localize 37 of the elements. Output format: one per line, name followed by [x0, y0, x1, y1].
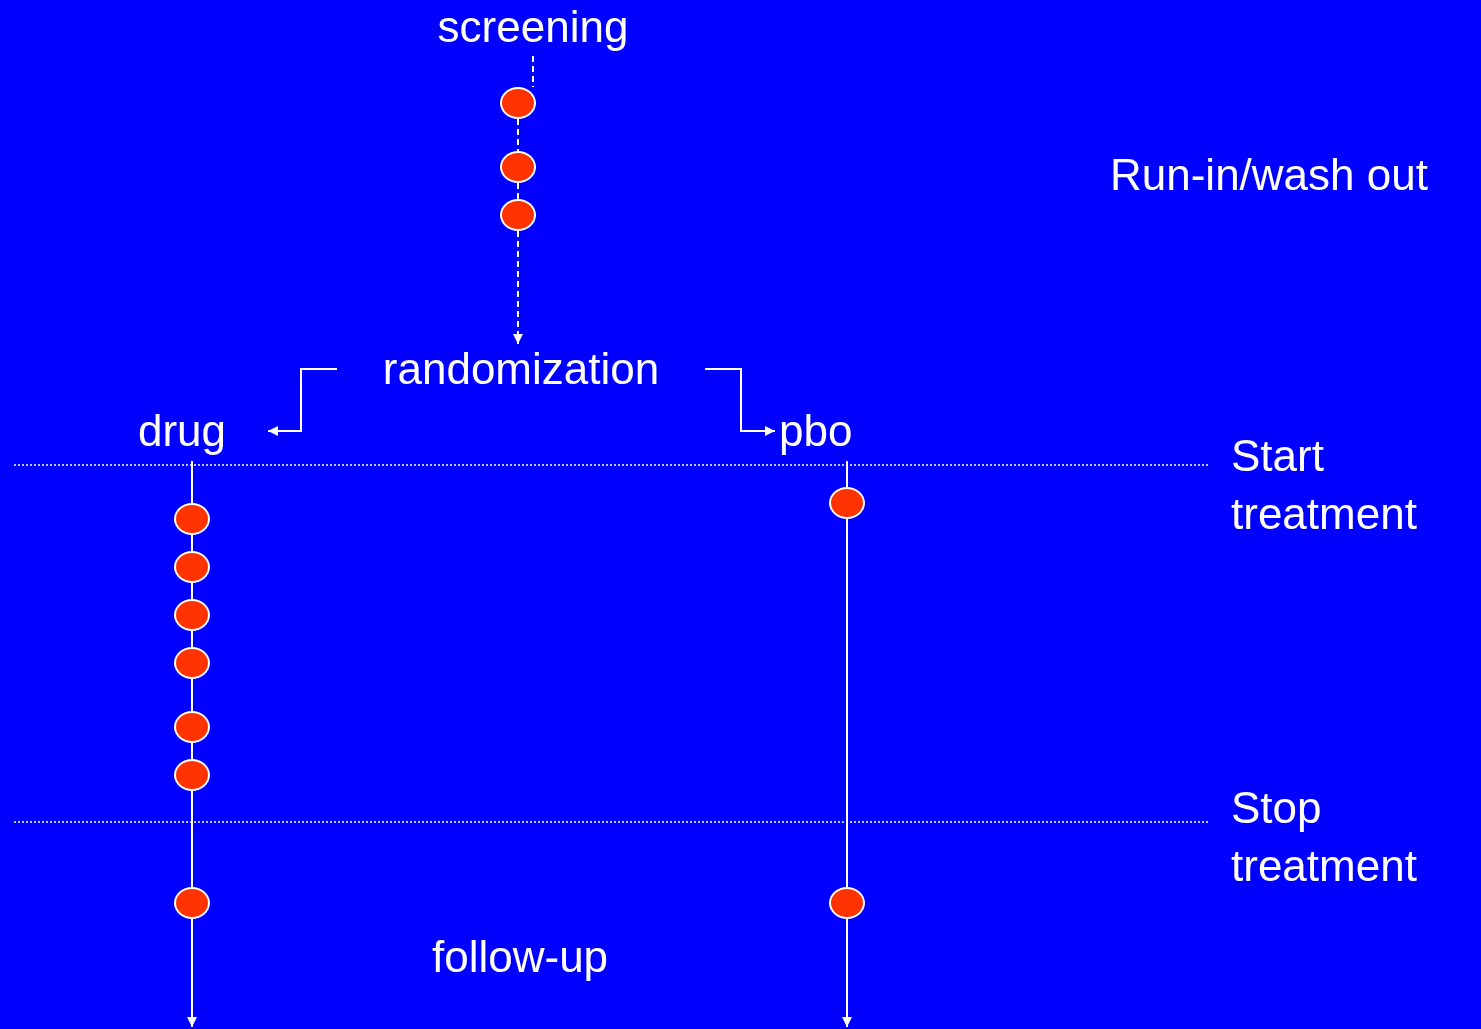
- visit-dot: [174, 887, 210, 919]
- phase-label: Start treatment: [1231, 430, 1418, 540]
- phase-label: Run-in/wash out: [1110, 149, 1429, 201]
- visit-dot: [174, 759, 210, 791]
- stage-label: drug: [134, 406, 268, 456]
- visit-dot: [829, 887, 865, 919]
- arrow: [704, 368, 776, 436]
- arrow: [187, 918, 197, 1028]
- stage-label: randomization: [337, 344, 705, 394]
- connector-line: [191, 790, 193, 888]
- phase-label: follow-up: [432, 931, 610, 983]
- arrow: [267, 368, 338, 436]
- visit-dot: [500, 151, 536, 183]
- visit-dot: [174, 503, 210, 535]
- connector-line: [517, 118, 519, 152]
- connector-line: [517, 182, 519, 200]
- connector-line: [191, 742, 193, 760]
- connector-line: [532, 55, 534, 88]
- connector-line: [191, 582, 193, 600]
- connector-line: [191, 630, 193, 648]
- visit-dot: [174, 551, 210, 583]
- connector-line: [846, 460, 848, 488]
- visit-dot: [500, 87, 536, 119]
- phase-label: Stop treatment: [1231, 782, 1418, 892]
- visit-dot: [174, 647, 210, 679]
- visit-dot: [500, 199, 536, 231]
- connector-line: [191, 678, 193, 712]
- visit-dot: [174, 599, 210, 631]
- connector-line: [191, 460, 193, 504]
- stage-label: pbo: [775, 406, 885, 456]
- arrow: [513, 230, 523, 345]
- connector-line: [846, 518, 848, 888]
- visit-dot: [829, 487, 865, 519]
- connector-line: [191, 534, 193, 552]
- stage-label: screening: [425, 2, 641, 52]
- arrow: [842, 918, 852, 1028]
- visit-dot: [174, 711, 210, 743]
